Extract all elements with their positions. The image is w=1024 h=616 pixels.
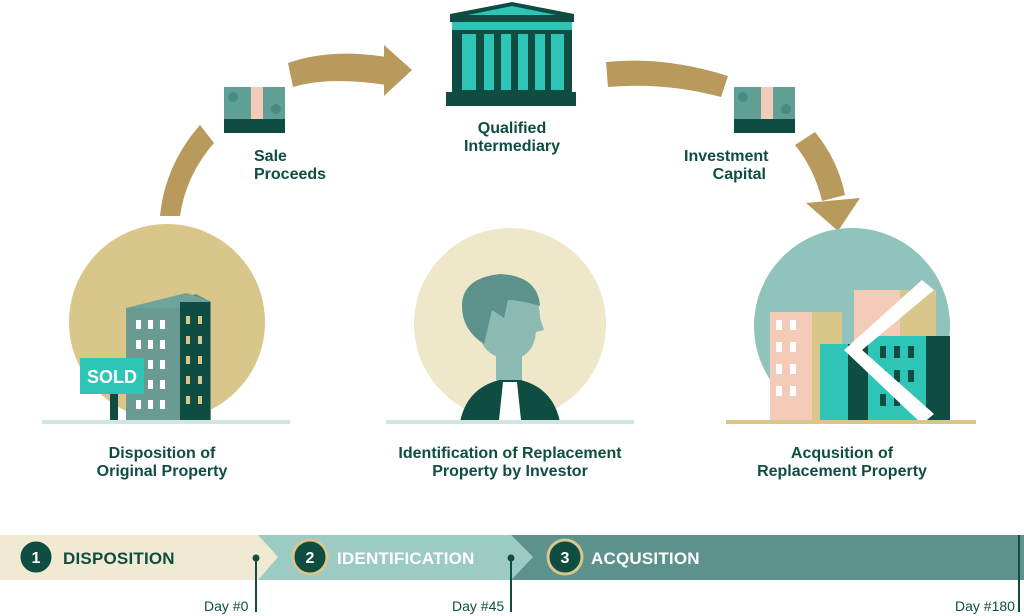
arrow-to-acquisition: [795, 132, 860, 231]
stage-2-number: 2: [306, 550, 315, 567]
timeline-stage-2-band: [258, 535, 533, 580]
money-icon: [734, 87, 795, 133]
acquisition-illustration: [726, 228, 976, 424]
timeline: 1 2 3: [0, 535, 1024, 612]
arrow-disposition-to-sale: [160, 125, 214, 216]
timeline-stage-1-band: [0, 535, 278, 580]
stage-1-number: 1: [32, 550, 41, 567]
arrow-to-intermediary: [288, 45, 412, 96]
bank-icon: [446, 2, 576, 106]
timeline-stage-3-band: [511, 535, 1024, 580]
step-2-label: Identification of Replacement Property b…: [398, 445, 622, 480]
step-3-label: Acqusition of Replacement Property: [757, 445, 927, 480]
investor-illustration: [386, 228, 634, 424]
qualified-intermediary-label: Qualified Intermediary: [463, 120, 561, 155]
sold-sign-text: SOLD: [87, 367, 137, 387]
stage-2-name: IDENTIFICATION: [337, 549, 475, 568]
day-0-label: Day #0: [204, 598, 249, 614]
day-180-label: Day #180: [955, 598, 1015, 614]
stage-1-name: DISPOSITION: [63, 549, 175, 568]
arrow-from-intermediary: [606, 60, 728, 97]
investment-capital-label: Investment Capital: [684, 148, 769, 183]
sale-proceeds-label: Sale Proceeds: [254, 148, 327, 183]
disposition-illustration: SOLD: [42, 224, 290, 424]
stage-3-number: 3: [561, 550, 570, 567]
step-1-label: Disposition of Original Property: [96, 445, 228, 480]
money-icon: [224, 87, 285, 133]
stage-3-name: ACQUSITION: [591, 549, 700, 568]
day-45-label: Day #45: [452, 598, 505, 614]
